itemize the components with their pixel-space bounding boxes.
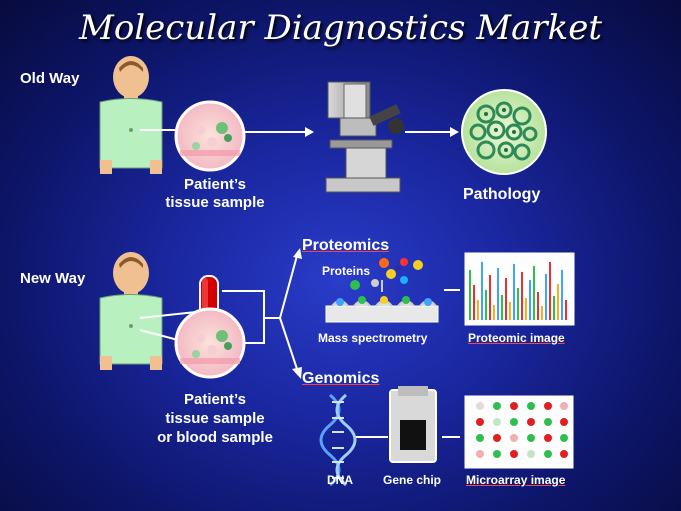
mass-spectrometry-label: Mass spectrometry (318, 331, 428, 345)
proteins-icon (350, 258, 423, 292)
page-title: Molecular Diagnostics Market (79, 8, 602, 48)
new-sample-caption-line1: Patient’s (184, 391, 246, 408)
old-sample-caption-line2: tissue sample (165, 194, 265, 211)
new-sample-caption: Patient’s tissue sample or blood sample (148, 390, 282, 447)
old-tissue-sample-icon (174, 100, 246, 172)
old-sample-caption: Patient’s tissue sample (160, 176, 270, 212)
new-sample-caption-line2: tissue sample (165, 410, 265, 427)
old-way-label: Old Way (20, 70, 80, 87)
microarray-image-label: Microarray image (466, 473, 566, 487)
pathology-label: Pathology (463, 186, 541, 203)
gene-chip-label: Gene chip (383, 473, 442, 487)
mass-spec-tray-icon (325, 296, 439, 323)
gene-chip-icon (389, 386, 437, 463)
proteomic-image-chart (464, 252, 575, 326)
genomics-heading: Genomics (302, 370, 380, 387)
proteins-label: Proteins (322, 264, 371, 278)
new-way-patient-figure (99, 252, 163, 370)
new-way-label: New Way (20, 270, 86, 287)
microarray-image (464, 395, 574, 469)
patient-shirt (99, 98, 163, 169)
dna-helix-icon (319, 393, 357, 487)
new-sample-caption-line3: or blood sample (157, 429, 273, 446)
pathology-cells-icon (461, 89, 547, 175)
new-tissue-sample-icon (174, 307, 246, 379)
old-way-patient-figure (99, 56, 163, 174)
microscope-icon (325, 81, 404, 193)
dna-label: DNA (327, 473, 353, 487)
old-sample-caption-line1: Patient’s (184, 176, 246, 193)
proteomic-image-label: Proteomic image (468, 331, 565, 345)
proteomics-heading: Proteomics (302, 237, 390, 254)
